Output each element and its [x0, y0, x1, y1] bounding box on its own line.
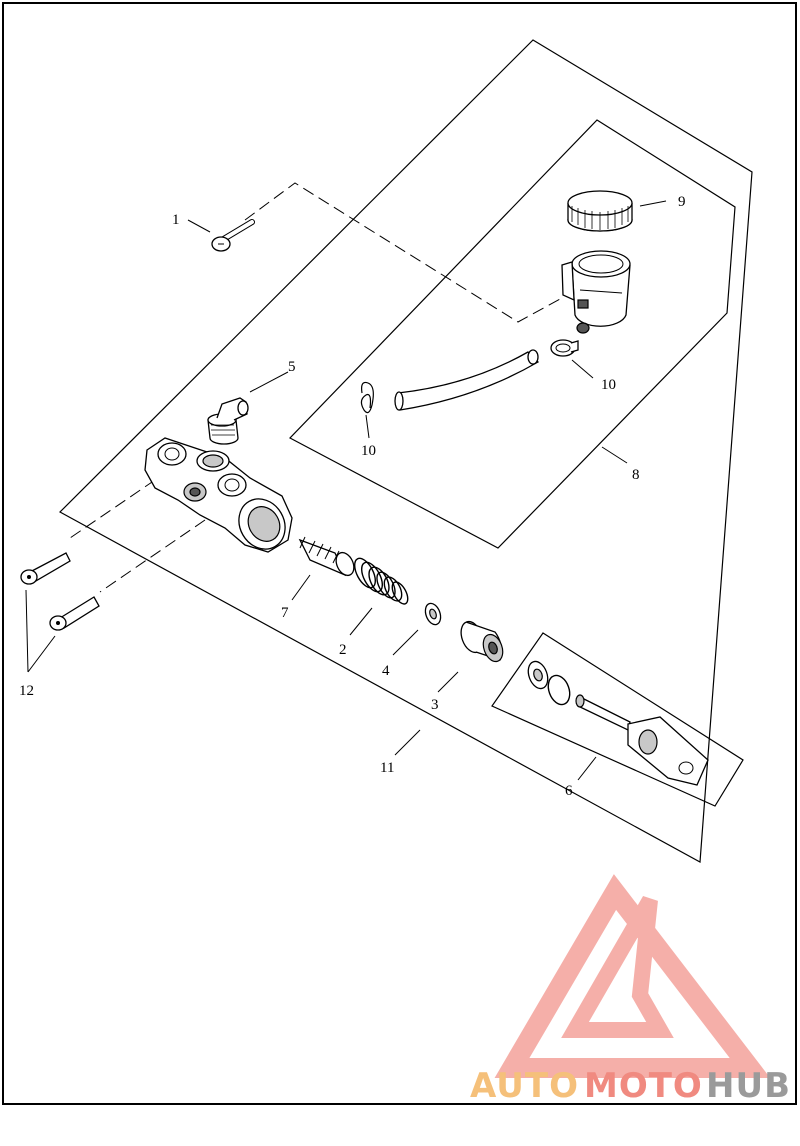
callout-5: 5 — [288, 359, 296, 375]
logo-text-moto: MOTO — [584, 1066, 703, 1106]
spring-part-2 — [353, 557, 409, 605]
logo-text-hub: HUB — [706, 1066, 791, 1106]
callout-4: 4 — [382, 663, 390, 679]
callout-10-clip: 10 — [361, 443, 376, 459]
pushrod-assembly-part-6 — [527, 660, 709, 786]
fitting-part-5 — [207, 397, 249, 445]
wire-clip-part-10 — [360, 381, 374, 414]
callout-2: 2 — [339, 642, 347, 658]
callout-10-clamp: 10 — [601, 377, 616, 393]
mounting-bolts-part-12 — [20, 552, 100, 631]
page-frame — [2, 2, 797, 1105]
boot-part-3 — [460, 620, 504, 663]
reservoir-body — [561, 250, 631, 334]
bolt-part-1 — [211, 219, 255, 252]
hose-clamp-part-10 — [550, 339, 579, 357]
callout-9: 9 — [678, 194, 686, 210]
reservoir-hose — [394, 349, 540, 411]
callout-11: 11 — [380, 760, 394, 776]
watermark-logo-icon — [494, 874, 771, 1078]
master-cylinder-body — [144, 437, 293, 553]
leader-lines — [25, 200, 667, 781]
callout-12: 12 — [19, 683, 34, 699]
callout-6: 6 — [565, 783, 573, 799]
washer-part-4 — [424, 602, 442, 626]
assembly-boundary-6 — [491, 632, 744, 807]
callout-1: 1 — [172, 212, 180, 228]
reservoir-cap-part-9 — [567, 190, 633, 232]
piston-part-7 — [298, 536, 355, 577]
alignment-dashes — [69, 182, 563, 593]
assembly-boundary-11 — [59, 39, 753, 863]
callout-3: 3 — [431, 697, 439, 713]
assembly-boundary-8 — [289, 119, 736, 549]
callout-8: 8 — [632, 467, 640, 483]
logo-text-auto: AUTO — [470, 1066, 579, 1106]
callout-7: 7 — [281, 605, 289, 621]
